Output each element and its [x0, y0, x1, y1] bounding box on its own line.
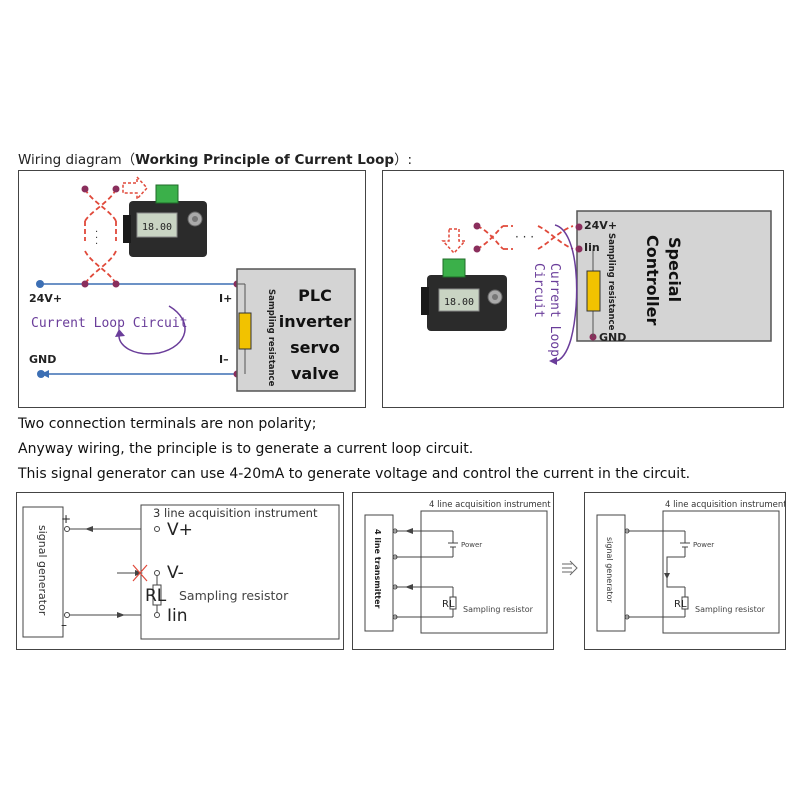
current-loop-label-2a: Current Loop — [547, 263, 562, 357]
label-i-plus: I+ — [219, 292, 232, 305]
heading-bold: Working Principle of Current Loop — [135, 152, 395, 168]
loop-arrow-icon — [118, 305, 186, 355]
transmitter-box — [364, 514, 394, 632]
label-iin-2: Iin — [584, 241, 600, 254]
sampling-resistor-2 — [586, 270, 601, 312]
power-label-3: Power — [693, 541, 714, 549]
crossed-wires — [84, 188, 117, 285]
bottom-4line-diagram: 4 line acquisition instrument 4 line tra… — [352, 492, 554, 650]
note-2: Anyway wiring, the principle is to gener… — [18, 441, 474, 457]
sampling-label-3: Sampling resistor — [695, 605, 766, 614]
signal-generator-device — [123, 184, 207, 257]
transition-arrow-icon — [560, 558, 580, 578]
terminal-24v-dot — [36, 280, 44, 288]
heading-prefix: Wiring diagram（ — [18, 152, 136, 168]
plc-line-4: valve — [291, 364, 339, 383]
label-gnd-2: GND — [599, 331, 626, 344]
rl-label-2: RL — [442, 599, 455, 610]
label-i-minus: I– — [219, 353, 229, 366]
svg-text:· · ·: · · · — [515, 230, 534, 244]
v-plus-label: V+ — [167, 520, 193, 540]
power-label: Power — [461, 541, 482, 549]
v-minus-label: V- — [167, 563, 184, 583]
controller-device-box — [576, 210, 772, 342]
label-24v-2: 24V+ — [584, 219, 617, 232]
svg-text:·: · — [95, 233, 98, 244]
transmitter-label: 4 line transmitter — [373, 529, 382, 609]
bottom-generator-svg: 4 line acquisition instrument signal gen… — [596, 500, 787, 634]
panel-controller-diagram: 24V+ Iin GND Sampling resistance Special… — [382, 170, 784, 408]
plc-line-3: servo — [290, 338, 340, 357]
heading-suffix: ）: — [394, 152, 413, 168]
resistor-label-2: Sampling resistance — [606, 233, 616, 331]
generator-box-3 — [596, 514, 626, 632]
svg-text:·: · — [95, 239, 98, 250]
label-24v: 24V+ — [29, 292, 62, 305]
loop-arrow-icon-2 — [554, 224, 578, 362]
bottom-4line-svg: 4 line acquisition instrument 4 line tra… — [364, 500, 551, 634]
insert-arrow-icon — [122, 175, 149, 201]
plc-line-2: inverter — [279, 312, 352, 331]
sampling-label-2: Sampling resistor — [463, 605, 534, 614]
device-display-value: 18.00 — [142, 222, 172, 233]
generator-label: signal generator — [36, 525, 49, 616]
note-3: This signal generator can use 4-20mA to … — [18, 466, 691, 482]
instrument-title: 3 line acquisition instrument — [153, 506, 318, 520]
signal-generator-box — [22, 506, 64, 638]
wiring-diagram-heading: Wiring diagram（Working Principle of Curr… — [18, 148, 412, 168]
rl-label: RL — [145, 586, 167, 606]
controller-line-2: Controller — [643, 235, 662, 325]
instrument-box — [140, 504, 340, 640]
generator-label-3: signal generator — [605, 537, 614, 603]
svg-text:·: · — [95, 227, 98, 238]
device-display-value-2: 18.00 — [444, 297, 474, 308]
controller-line-1: Special — [665, 237, 684, 302]
minus-sign: – — [61, 618, 67, 632]
panel-plc-diagram: · · · 18.00 24V+ GND I+ I– Current Loop … — [18, 170, 366, 408]
note-1: Two connection terminals are non polarit… — [18, 416, 317, 432]
bottom-3line-svg: signal generator + – 3 line acquisition … — [22, 504, 340, 640]
terminal-gnd-dot — [37, 370, 45, 378]
current-loop-label: Current Loop Circuit — [31, 316, 188, 331]
insert-arrow-icon-2 — [441, 228, 467, 255]
plc-device-box — [236, 268, 356, 392]
sampling-label: Sampling resistor — [179, 588, 289, 603]
signal-generator-device-2 — [421, 258, 507, 331]
bottom-3line-diagram: signal generator + – 3 line acquisition … — [16, 492, 344, 650]
iin-label: Iin — [167, 606, 188, 626]
panel-controller-svg: 24V+ Iin GND Sampling resistance Special… — [421, 210, 772, 365]
plc-line-1: PLC — [298, 286, 332, 305]
instrument-title-3: 4 line acquisition instrument — [665, 500, 785, 510]
plus-sign: + — [61, 512, 71, 526]
rl-label-3: RL — [674, 599, 687, 610]
panel-plc-svg: · · · 18.00 24V+ GND I+ I– Current Loop … — [29, 175, 356, 392]
bottom-generator-4line-diagram: 4 line acquisition instrument signal gen… — [584, 492, 787, 650]
resistor-label: Sampling resistance — [266, 289, 276, 387]
label-gnd: GND — [29, 353, 56, 366]
instrument-title-2: 4 line acquisition instrument — [429, 500, 551, 510]
current-loop-label-2b: Circuit — [531, 263, 546, 318]
sampling-resistor — [238, 312, 252, 350]
